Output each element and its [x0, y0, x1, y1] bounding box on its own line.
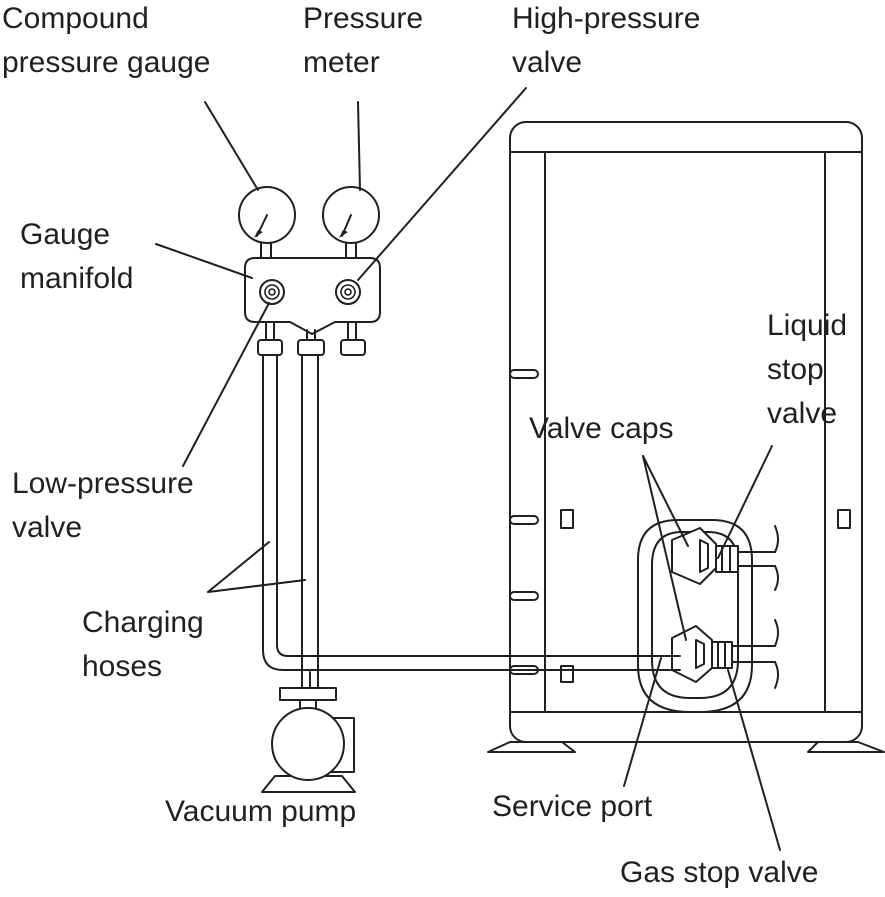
label-compound-1: Compound — [2, 2, 149, 35]
high-pressure-valve-knob[interactable] — [335, 279, 361, 305]
pressure-meter — [322, 186, 380, 244]
label-gauge-manifold-2: manifold — [20, 262, 133, 295]
label-pressure-meter-2: meter — [303, 46, 380, 79]
label-low-pressure-2: valve — [12, 511, 82, 544]
center-hose-fitting — [297, 339, 325, 356]
label-liquid-1: Liquid — [767, 309, 847, 342]
label-charging-hoses-2: hoses — [82, 650, 162, 683]
compound-pressure-gauge — [238, 186, 296, 244]
label-liquid-3: valve — [767, 397, 837, 430]
label-high-pressure-2: valve — [512, 46, 582, 79]
pump-coupler — [279, 687, 337, 701]
label-pressure-meter-1: Pressure — [303, 2, 423, 35]
label-high-pressure-1: High-pressure — [512, 2, 700, 35]
manifold-body — [244, 257, 381, 335]
vacuum-pump[interactable] — [261, 671, 356, 793]
low-hose-fitting — [257, 339, 283, 356]
label-liquid-2: stop — [767, 353, 824, 386]
low-pressure-valve-knob[interactable] — [259, 279, 285, 305]
label-vacuum-pump: Vacuum pump — [165, 795, 356, 828]
unit-foot-right — [807, 741, 885, 753]
label-gauge-manifold-1: Gauge — [20, 218, 110, 251]
label-charging-hoses-1: Charging — [82, 606, 204, 639]
unit-foot-left — [487, 741, 576, 753]
charging-hose-low — [262, 354, 681, 671]
label-valve-caps: Valve caps — [529, 412, 674, 445]
leader-lines — [155, 87, 781, 851]
label-compound-2: pressure gauge — [2, 46, 210, 79]
label-gas-stop-valve: Gas stop valve — [620, 856, 818, 889]
label-service-port: Service port — [492, 790, 653, 823]
labels: Compound pressure gauge Pressure meter H… — [2, 2, 847, 889]
charging-hose-pump — [301, 354, 319, 689]
high-hose-fitting — [340, 339, 366, 356]
unit-cabinet — [509, 121, 863, 743]
pump-body — [271, 707, 345, 781]
label-low-pressure-1: Low-pressure — [12, 467, 194, 500]
gauge-manifold — [238, 186, 381, 356]
